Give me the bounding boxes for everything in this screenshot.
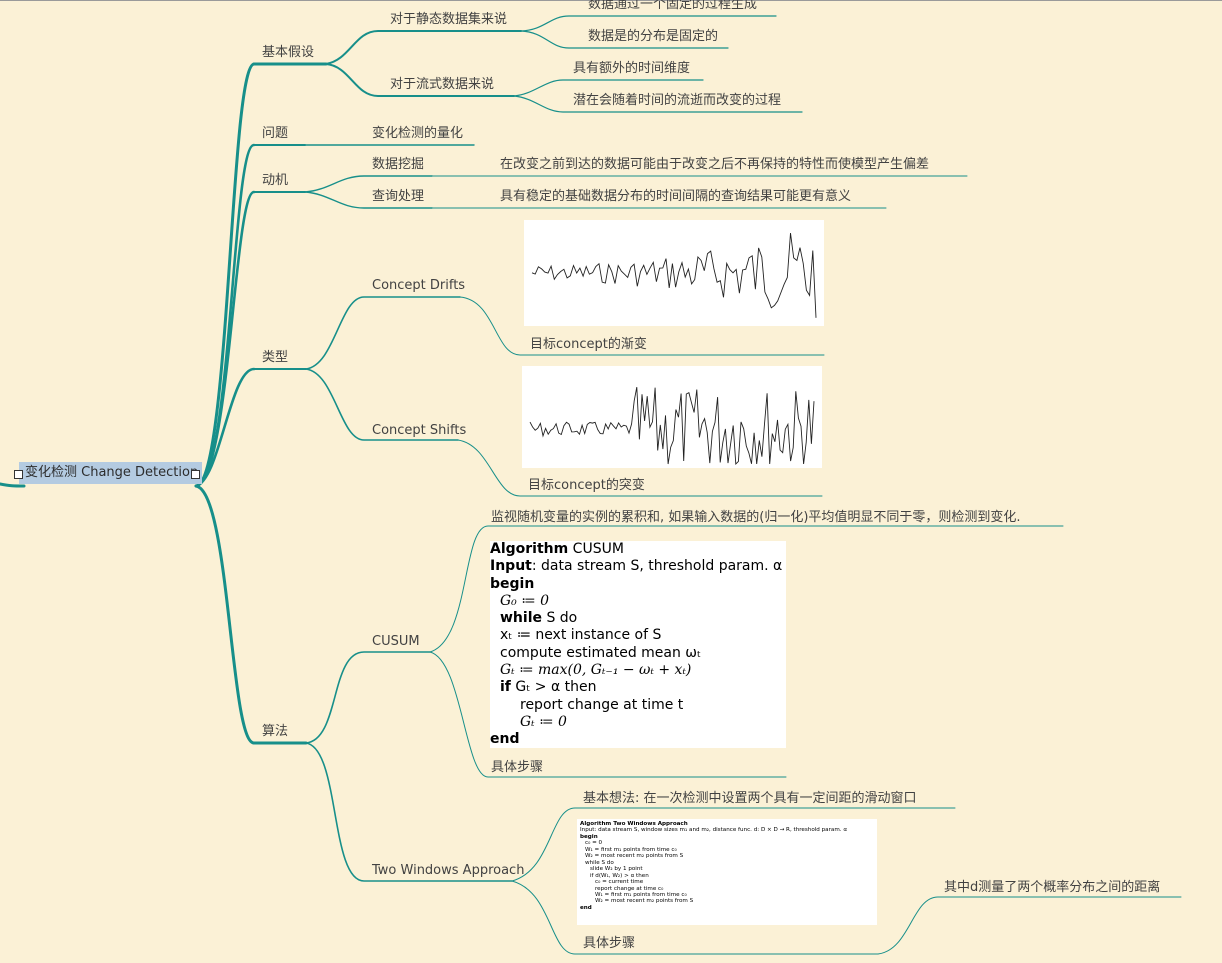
pseudocode-line: xₜ ≔ next instance of S bbox=[500, 627, 662, 644]
concept-drift-signal bbox=[531, 232, 817, 318]
concept-shift-plot bbox=[522, 366, 822, 468]
node-streaming-data[interactable]: 对于流式数据来说 bbox=[390, 77, 495, 92]
pseudocode-line: compute estimated mean ωₜ bbox=[500, 644, 702, 661]
node-quantify-change[interactable]: 变化检测的量化 bbox=[372, 126, 464, 141]
node-data-mining[interactable]: 数据挖掘 bbox=[372, 157, 425, 172]
node-concept-drifts[interactable]: Concept Drifts bbox=[372, 278, 466, 293]
node-shift-caption[interactable]: 目标concept的突变 bbox=[528, 478, 645, 493]
left-resize-handle[interactable] bbox=[14, 470, 23, 479]
node-fixed-distribution[interactable]: 数据是的分布是固定的 bbox=[588, 29, 719, 44]
cusum-pseudocode: Algorithm CUSUM Input: data stream S, th… bbox=[490, 541, 786, 748]
node-fixed-process[interactable]: 数据通过一个固定的过程生成 bbox=[588, 0, 758, 12]
pseudocode-line: Gₜ ≔ max(0, Gₜ₋₁ − ωₜ + xₜ) bbox=[500, 662, 692, 679]
pseudocode-line: W₁ = first m₁ points from time c₀ bbox=[595, 891, 687, 898]
node-cusum-steps[interactable]: 具体步骤 bbox=[491, 760, 544, 775]
pseudocode-line: begin bbox=[580, 833, 598, 840]
pseudocode-line: W₂ = most recent m₂ points from S bbox=[595, 898, 694, 905]
node-two-windows-idea[interactable]: 基本想法: 在一次检测中设置两个具有一定间距的滑动窗口 bbox=[583, 791, 917, 806]
node-changing-process[interactable]: 潜在会随着时间的流逝而改变的过程 bbox=[573, 93, 782, 108]
node-cusum[interactable]: CUSUM bbox=[372, 634, 420, 649]
node-two-windows[interactable]: Two Windows Approach bbox=[372, 863, 525, 878]
pseudocode-line: report change at time t bbox=[520, 696, 684, 713]
node-cusum-desc[interactable]: 监视随机变量的实例的累积和, 如果输入数据的(归一化)平均值明显不同于零，则检测… bbox=[491, 510, 1021, 525]
node-query-processing[interactable]: 查询处理 bbox=[372, 189, 425, 204]
pseudocode-line: Gₜ ≔ 0 bbox=[520, 713, 567, 730]
pseudocode-line: Algorithm CUSUM bbox=[490, 541, 624, 557]
top-border bbox=[0, 0, 1222, 1]
node-algorithms[interactable]: 算法 bbox=[262, 724, 289, 739]
pseudocode-line: W₂ = most recent m₂ points from S bbox=[585, 853, 684, 860]
pseudocode-line: Algorithm Two Windows Approach bbox=[580, 821, 688, 827]
node-assumptions[interactable]: 基本假设 bbox=[262, 45, 315, 60]
pseudocode-line: while S do bbox=[585, 859, 614, 866]
right-resize-handle[interactable] bbox=[191, 470, 200, 479]
node-static-datasets[interactable]: 对于静态数据集来说 bbox=[390, 12, 508, 27]
pseudocode-line: Input: data stream S, threshold param. α bbox=[490, 558, 783, 575]
node-distance-note[interactable]: 其中d测量了两个概率分布之间的距离 bbox=[944, 880, 1161, 895]
node-types[interactable]: 类型 bbox=[262, 350, 289, 365]
pseudocode-line: c₀ = current time bbox=[595, 879, 644, 886]
node-drift-caption[interactable]: 目标concept的渐变 bbox=[530, 337, 647, 352]
node-time-dimension[interactable]: 具有额外的时间维度 bbox=[573, 61, 691, 76]
pseudocode-line: end bbox=[490, 731, 520, 748]
node-concept-shifts[interactable]: Concept Shifts bbox=[372, 423, 467, 438]
two-windows-pseudocode: Algorithm Two Windows Approach Input: da… bbox=[577, 819, 877, 925]
pseudocode-line: slide W₂ by 1 point bbox=[590, 866, 643, 873]
pseudocode-line: W₁ = first m₁ points from time c₀ bbox=[585, 846, 677, 853]
node-motivation[interactable]: 动机 bbox=[262, 173, 289, 188]
concept-shift-signal bbox=[529, 387, 815, 466]
node-query-processing-desc[interactable]: 具有稳定的基础数据分布的时间间隔的查询结果可能更有意义 bbox=[500, 189, 852, 204]
pseudocode-line: if Gₜ > α then bbox=[500, 679, 597, 696]
concept-drift-plot bbox=[524, 220, 824, 326]
node-data-mining-desc[interactable]: 在改变之前到达的数据可能由于改变之后不再保持的特性而使模型产生偏差 bbox=[500, 157, 930, 172]
pseudocode-line: c₀ = 0 bbox=[585, 840, 603, 847]
pseudocode-line: if d(W₁, W₂) > α then bbox=[590, 872, 649, 879]
root-node[interactable]: 变化检测 Change Detection bbox=[19, 462, 203, 484]
pseudocode-line: begin bbox=[490, 575, 535, 592]
pseudocode-line: while S do bbox=[500, 610, 578, 627]
pseudocode-line: Input: data stream S, window sizes m₁ an… bbox=[580, 827, 848, 834]
pseudocode-line: end bbox=[580, 904, 592, 911]
node-problem[interactable]: 问题 bbox=[262, 126, 289, 141]
pseudocode-line: report change at time c₀ bbox=[595, 885, 664, 892]
root-label: 变化检测 Change Detection bbox=[25, 465, 199, 480]
pseudocode-line: G₀ ≔ 0 bbox=[500, 592, 550, 609]
node-two-windows-steps[interactable]: 具体步骤 bbox=[583, 936, 636, 951]
